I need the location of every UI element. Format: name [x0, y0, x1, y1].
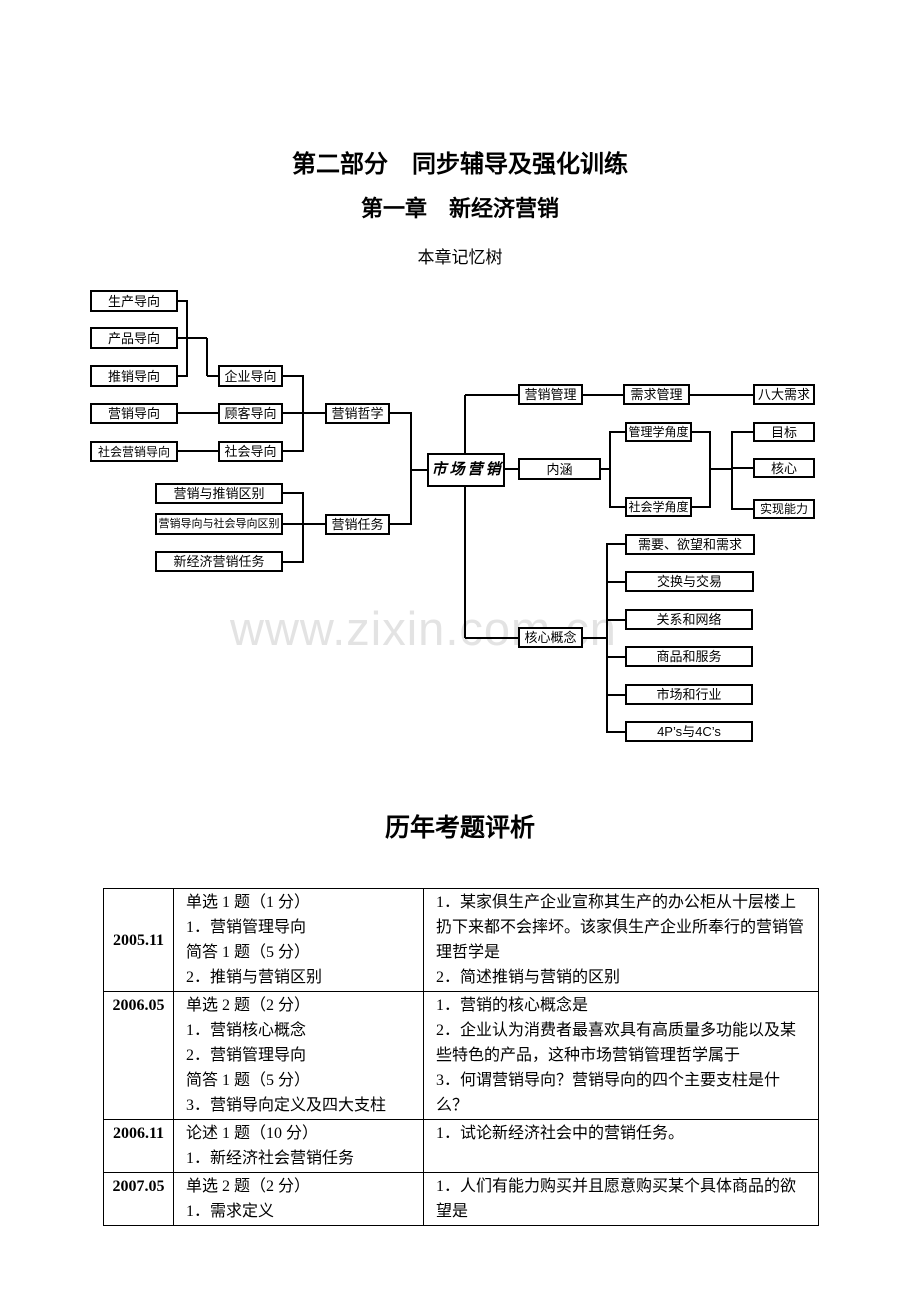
tree-node-relationships-networks: 关系和网络 [625, 609, 753, 630]
tree-node-goods-services: 商品和服务 [625, 646, 753, 667]
tree-node-realization-capability: 实现能力 [753, 499, 815, 519]
tree-node-marketing-tasks: 营销任务 [325, 514, 390, 535]
exam-row-2006-05: 2006.05 单选 2 题（2 分） 1．营销核心概念 2．营销管理导向 简答… [103, 991, 819, 1120]
exam-year: 2005.11 [103, 888, 174, 992]
question-line: 简答 1 题（5 分） [186, 944, 311, 961]
exam-questions-cell: 单选 2 题（2 分） 1．需求定义 [173, 1172, 424, 1226]
tree-node-marketing-management: 营销管理 [518, 384, 583, 405]
tree-node-needs-wants-demands: 需要、欲望和需求 [625, 534, 755, 555]
analysis-item: 1．人们有能力购买并且愿意购买某个具体商品的欲望是 [436, 1178, 797, 1220]
question-line: 论述 1 题（10 分） [186, 1125, 319, 1142]
analysis-item: 1．某家俱生产企业宣称其生产的办公柜从十层楼上扔下来都不会摔坏。该家俱生产企业所… [436, 894, 805, 961]
tree-node-connotation: 内涵 [518, 458, 601, 480]
question-line: 2．推销与营销区别 [186, 969, 323, 986]
exam-analysis-cell: 1．人们有能力购买并且愿意购买某个具体商品的欲望是 [423, 1172, 819, 1226]
analysis-item: 2．企业认为消费者最喜欢具有高质量多功能以及某些特色的产品，这种市场营销管理哲学… [436, 1022, 797, 1064]
exam-questions-cell: 单选 1 题（1 分） 1．营销管理导向 简答 1 题（5 分） 2．推销与营销… [173, 888, 424, 992]
exam-row-2005-11: 2005.11 单选 1 题（1 分） 1．营销管理导向 简答 1 题（5 分）… [103, 888, 819, 992]
tree-node-societal-marketing-orientation: 社会营销导向 [90, 441, 178, 462]
analysis-item: 1．营销的核心概念是 [436, 997, 589, 1014]
question-line: 3．营销导向定义及四大支柱 [186, 1097, 387, 1114]
tree-node-enterprise-orientation: 企业导向 [218, 365, 283, 387]
tree-node-marketing-vs-social-orientation: 营销导向与社会导向区别 [155, 513, 283, 535]
exam-section-title: 历年考题评析 [384, 814, 535, 842]
question-line: 1．需求定义 [186, 1203, 275, 1220]
exam-row-2006-11: 2006.11 论述 1 题（10 分） 1．新经济社会营销任务 1．试论新经济… [103, 1119, 819, 1173]
tree-node-market-marketing-root: 市场营销 [427, 453, 505, 487]
tree-node-marketing-vs-selling: 营销与推销区别 [155, 483, 283, 504]
question-line: 2．营销管理导向 [186, 1047, 307, 1064]
exam-questions-cell: 论述 1 题（10 分） 1．新经济社会营销任务 [173, 1119, 424, 1173]
tree-node-marketing-orientation: 营销导向 [90, 403, 178, 424]
memory-tree-title: 本章记忆树 [417, 248, 503, 267]
question-line: 单选 2 题（2 分） [186, 1178, 311, 1195]
tree-node-sociology-perspective: 社会学角度 [625, 497, 692, 517]
tree-node-marketing-philosophy: 营销哲学 [325, 403, 390, 424]
exam-year: 2007.05 [103, 1172, 174, 1226]
exam-questions-cell: 单选 2 题（2 分） 1．营销核心概念 2．营销管理导向 简答 1 题（5 分… [173, 991, 424, 1120]
question-line: 单选 2 题（2 分） [186, 997, 311, 1014]
part-title: 第二部分 同步辅导及强化训练 [292, 151, 628, 178]
tree-node-social-orientation: 社会导向 [218, 441, 283, 462]
exam-row-2007-05: 2007.05 单选 2 题（2 分） 1．需求定义 1．人们有能力购买并且愿意… [103, 1172, 819, 1226]
exam-analysis-cell: 1．某家俱生产企业宣称其生产的办公柜从十层楼上扔下来都不会摔坏。该家俱生产企业所… [423, 888, 819, 992]
tree-node-production-orientation: 生产导向 [90, 290, 178, 312]
tree-node-demand-management: 需求管理 [623, 384, 690, 405]
analysis-item: 2．简述推销与营销的区别 [436, 969, 621, 986]
tree-node-selling-orientation: 推销导向 [90, 365, 178, 387]
question-line: 简答 1 题（5 分） [186, 1072, 311, 1089]
question-line: 1．营销管理导向 [186, 919, 307, 936]
tree-node-customer-orientation: 顾客导向 [218, 403, 283, 424]
analysis-item: 1．试论新经济社会中的营销任务。 [436, 1125, 685, 1142]
exam-year: 2006.05 [103, 991, 174, 1120]
tree-node-core: 核心 [753, 458, 815, 478]
question-line: 单选 1 题（1 分） [186, 894, 311, 911]
tree-node-markets-industries: 市场和行业 [625, 684, 753, 705]
tree-node-new-economy-marketing-tasks: 新经济营销任务 [155, 551, 283, 572]
question-line: 1．营销核心概念 [186, 1022, 307, 1039]
exam-history-table: 2005.11 单选 1 题（1 分） 1．营销管理导向 简答 1 题（5 分）… [103, 888, 819, 1226]
chapter-title: 第一章 新经济营销 [360, 196, 559, 221]
question-line: 1．新经济社会营销任务 [186, 1150, 355, 1167]
tree-node-core-concepts: 核心概念 [518, 627, 583, 648]
exam-analysis-cell: 1．试论新经济社会中的营销任务。 [423, 1119, 819, 1173]
tree-node-eight-demands: 八大需求 [753, 384, 815, 405]
analysis-item: 3．何谓营销导向？营销导向的四个主要支柱是什么？ [436, 1072, 781, 1114]
tree-node-goal: 目标 [753, 422, 815, 442]
tree-node-management-perspective: 管理学角度 [625, 422, 692, 442]
tree-node-product-orientation: 产品导向 [90, 327, 178, 349]
tree-node-exchange-transaction: 交换与交易 [625, 571, 754, 592]
tree-node-4ps-4cs: 4P’s与4C’s [625, 721, 753, 742]
exam-analysis-cell: 1．营销的核心概念是 2．企业认为消费者最喜欢具有高质量多功能以及某些特色的产品… [423, 991, 819, 1120]
exam-year: 2006.11 [103, 1119, 174, 1173]
